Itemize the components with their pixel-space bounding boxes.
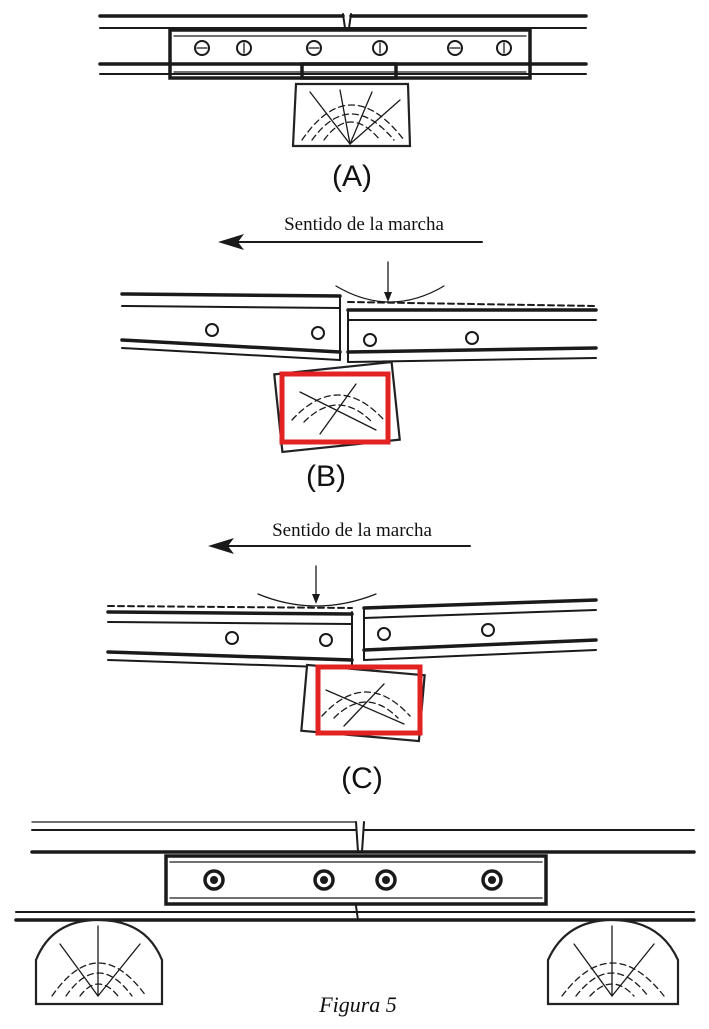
panel-d-right-sleeper bbox=[546, 918, 680, 1006]
panel-a-rails bbox=[98, 13, 588, 75]
panel-b-direction-arrow bbox=[218, 234, 483, 250]
panel-b: Sentido de la marcha bbox=[120, 214, 598, 493]
panel-c: Sentido de la marcha bbox=[106, 520, 598, 795]
figure-caption: Figura 5 bbox=[318, 992, 397, 1017]
panel-b-direction-text: Sentido de la marcha bbox=[284, 214, 444, 235]
panel-c-direction-text: Sentido de la marcha bbox=[272, 520, 432, 541]
panel-c-load-arrow bbox=[312, 565, 320, 604]
panel-c-left-rail bbox=[106, 605, 354, 669]
panel-d-fishplate bbox=[164, 854, 548, 906]
panel-c-right-rail bbox=[362, 598, 598, 661]
panel-b-left-rail bbox=[120, 292, 342, 361]
panel-b-right-rail bbox=[346, 301, 598, 363]
panel-c-label: (C) bbox=[341, 762, 383, 795]
panel-a-label: (A) bbox=[332, 160, 372, 193]
panel-c-highlight-box bbox=[315, 664, 423, 736]
panel-d-left-sleeper bbox=[34, 918, 164, 1006]
panel-d bbox=[14, 821, 696, 1006]
panel-d-bolts bbox=[203, 869, 503, 891]
panel-a-tieplate bbox=[300, 62, 398, 80]
panel-b-label: (B) bbox=[306, 460, 346, 493]
panel-a-sleeper bbox=[291, 82, 412, 148]
panel-a: (A) bbox=[98, 13, 588, 193]
panel-b-sleeper bbox=[273, 360, 401, 454]
panel-d-rails bbox=[14, 821, 696, 922]
panel-a-bolts bbox=[194, 40, 512, 56]
panel-b-highlight-box bbox=[279, 371, 391, 445]
panel-c-direction-arrow bbox=[208, 538, 471, 554]
panel-a-fishplate bbox=[168, 28, 532, 80]
panel-b-load-arrow bbox=[384, 261, 392, 302]
panel-c-sleeper bbox=[300, 663, 426, 743]
